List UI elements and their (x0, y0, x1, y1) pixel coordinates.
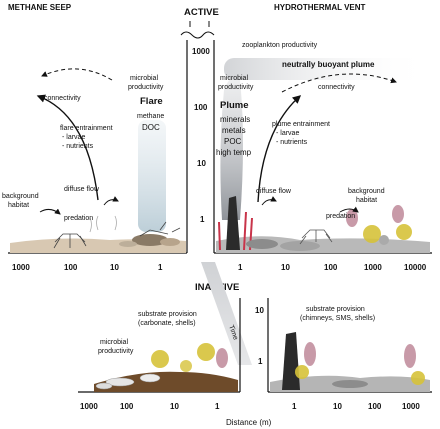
seep-flare-label: Flare (140, 96, 163, 107)
vent-zooplankton-label: zooplankton productivity (242, 42, 318, 49)
methane-seep-header: METHANE SEEP (8, 3, 72, 12)
inactive-seep-substrate-detail: (carbonate, shells) (138, 320, 196, 327)
y-tick-inactive-10: 10 (255, 306, 264, 315)
vent-poc-label: POC (224, 137, 242, 146)
vent-organisms (218, 196, 412, 251)
vent-microbial-label: microbial (220, 75, 248, 82)
inactive-seep-productivity-label: productivity (98, 348, 134, 355)
vent-predation-label: predation (326, 213, 355, 220)
vent-connectivity-arrow (281, 73, 397, 93)
y-tick-10: 10 (197, 159, 206, 168)
vent-metals-label: metals (222, 126, 246, 135)
seep-predation-label: predation (64, 215, 93, 222)
vent-larvae-label: - larvae (276, 130, 299, 137)
y-tick-1000: 1000 (192, 47, 210, 56)
seep-habitat-label: habitat (8, 202, 29, 209)
methane-flare (138, 120, 166, 232)
y-tick-100: 100 (194, 103, 208, 112)
vent-high-temp-label: high temp (216, 148, 252, 157)
x-tick-inactive-seep-10: 10 (170, 402, 179, 411)
vent-plume-label: Plume (220, 100, 249, 111)
rising-plume (220, 76, 243, 221)
seep-entrainment-arrow (36, 94, 99, 201)
x-axis-label: Distance (m) (226, 418, 272, 427)
vent-plume-entrainment-label: plume entrainment (272, 121, 330, 128)
seep-methane-label: methane (137, 113, 164, 120)
seep-nutrients-label: - nutrients (62, 143, 94, 150)
x-tick-vent-1: 1 (238, 263, 243, 272)
inactive-vent-organisms (282, 332, 425, 390)
hydrothermal-vent-header: HYDROTHERMAL VENT (274, 3, 366, 12)
seep-diffuse-arrow (103, 196, 119, 206)
seep-larvae-label: - larvae (62, 134, 85, 141)
seep-flare-entrainment-label: flare entrainment (60, 125, 113, 132)
time-band: Time (201, 262, 252, 365)
vent-connectivity-label: connectivity (318, 84, 355, 91)
seep-diffuse-flow-label: diffuse flow (64, 186, 100, 193)
inactive-seep-substrate-label: substrate provision (138, 311, 197, 318)
inactive-vent-substrate-detail: (chimneys, SMS, shells) (300, 315, 375, 322)
vent-productivity-label: productivity (218, 84, 254, 91)
x-tick-inactive-vent-100: 100 (368, 402, 382, 411)
x-tick-inactive-vent-1000: 1000 (402, 402, 420, 411)
seep-organisms (53, 215, 181, 249)
vent-nutrients-label: - nutrients (276, 139, 308, 146)
x-tick-inactive-vent-10: 10 (333, 402, 342, 411)
x-tick-seep-1: 1 (158, 263, 163, 272)
x-tick-seep-100: 100 (64, 263, 78, 272)
x-tick-seep-1000: 1000 (12, 263, 30, 272)
seep-productivity-label: productivity (128, 84, 164, 91)
x-tick-vent-100: 100 (324, 263, 338, 272)
neutral-plume-cloud (224, 58, 430, 80)
y-tick-1: 1 (200, 215, 205, 224)
inactive-seep-microbial-label: microbial (100, 339, 128, 346)
vent-minerals-label: minerals (220, 115, 250, 124)
x-tick-vent-10000: 10000 (404, 263, 427, 272)
x-tick-seep-10: 10 (110, 263, 119, 272)
time-label: Time (227, 324, 239, 341)
x-tick-inactive-vent-1: 1 (292, 402, 297, 411)
x-tick-vent-1000: 1000 (364, 263, 382, 272)
vent-neutral-plume-label: neutrally buoyant plume (282, 60, 375, 69)
vent-habitat-label: habitat (356, 197, 377, 204)
seep-predation-arrow (39, 208, 61, 215)
seep-doc-label: DOC (142, 123, 160, 132)
inactive-seep-organisms (95, 343, 228, 390)
y-tick-inactive-1: 1 (258, 357, 263, 366)
inactive-vent-substrate-label: substrate provision (306, 306, 365, 313)
x-tick-inactive-seep-1000: 1000 (80, 402, 98, 411)
vent-background-label: background (348, 188, 385, 195)
seep-connectivity-arrow (41, 68, 113, 81)
vent-predation-arrow (339, 206, 359, 213)
seep-background-label: background (2, 193, 39, 200)
inactive-seep-carbonate (94, 371, 238, 392)
vent-diffuse-arrow (261, 196, 277, 206)
x-tick-inactive-seep-100: 100 (120, 402, 134, 411)
vent-entrainment-arrow (257, 95, 302, 203)
seep-microbial-label: microbial (130, 75, 158, 82)
seep-connectivity-label: connectivity (44, 95, 81, 102)
axis-break-mark (180, 21, 215, 39)
x-tick-inactive-seep-1: 1 (215, 402, 220, 411)
x-tick-vent-10: 10 (281, 263, 290, 272)
vent-diffuse-flow-label: diffuse flow (256, 188, 292, 195)
active-header: ACTIVE (184, 7, 219, 18)
